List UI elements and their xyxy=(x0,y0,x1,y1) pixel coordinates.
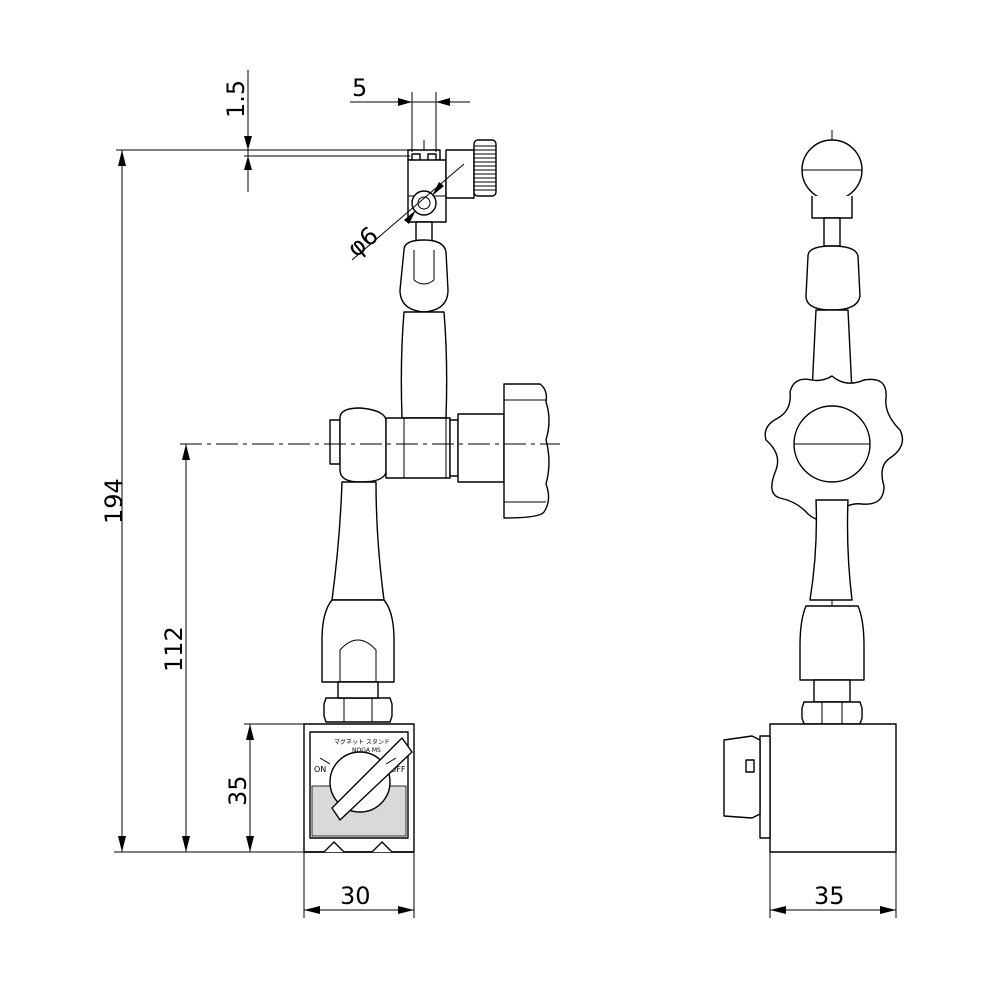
lower-arm xyxy=(331,481,385,601)
dim-base-width-side: 35 xyxy=(814,882,845,910)
upper-joint xyxy=(399,239,449,313)
dim-hole-diameter: φ6 xyxy=(342,221,384,262)
switch-lever-side xyxy=(759,735,771,839)
switch-on-label: ON xyxy=(314,765,326,774)
front-view: マグネット スタンド NOGA MS ON OFF xyxy=(180,139,560,853)
clamp-knob xyxy=(503,383,550,519)
dim-base-width-front: 30 xyxy=(340,882,371,910)
switch-off-label: OFF xyxy=(390,765,406,774)
magnetic-base-front: マグネット スタンド NOGA MS ON OFF xyxy=(303,723,415,853)
dim-pivot-height: 112 xyxy=(160,626,188,672)
switch-lever[interactable] xyxy=(331,737,413,821)
dim-base-height: 35 xyxy=(224,775,252,806)
lower-joint xyxy=(321,599,395,683)
hex-nut xyxy=(323,697,393,723)
center-pivot xyxy=(329,407,505,483)
plate-title: マグネット スタンド xyxy=(334,738,390,746)
dim-tip-offset: 1.5 xyxy=(222,80,250,118)
dim-overall-height: 194 xyxy=(100,478,128,524)
tip-holder xyxy=(407,139,497,245)
plate-brand: NOGA MS xyxy=(352,747,381,754)
dim-tip-width: 5 xyxy=(352,74,367,102)
upper-arm xyxy=(400,311,448,419)
dimensions: 1.5 5 φ6 194 112 35 xyxy=(100,70,897,918)
magnetic-base-side xyxy=(769,723,897,853)
side-view xyxy=(723,130,904,853)
knurled-knob xyxy=(473,139,497,197)
